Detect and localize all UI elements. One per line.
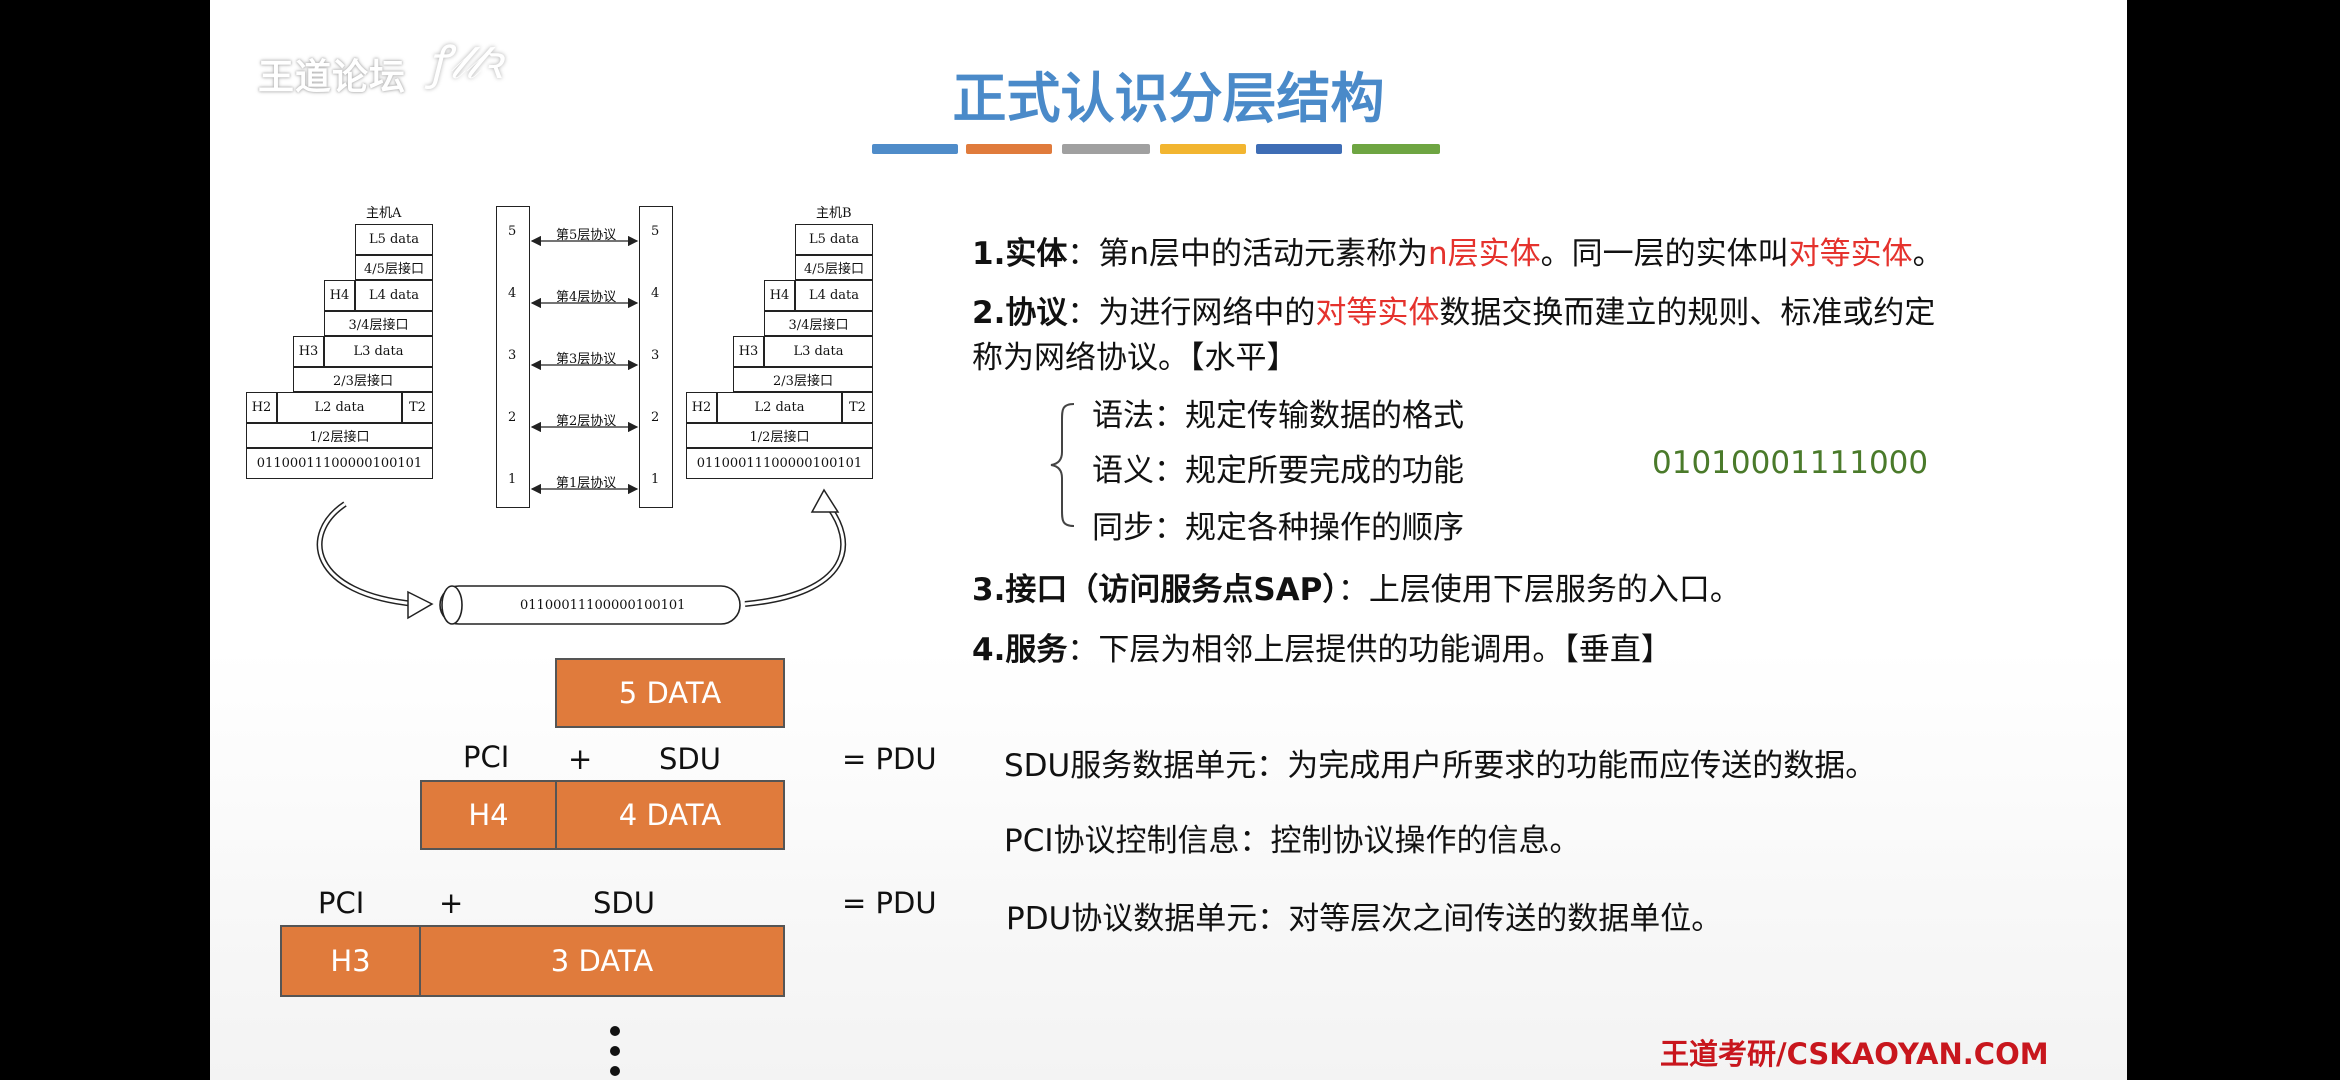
point-entity-head: 实体 [1005,236,1068,272]
host-b-h4: H4 [764,280,795,311]
host-a-l3: L3 data [324,336,433,367]
h3-box: H3 [280,925,421,997]
right-layer-3: 3 [651,348,660,363]
host-b-l5: L5 data [795,224,873,255]
left-layer-3: 3 [508,348,517,363]
data4-box: 4 DATA [555,780,785,850]
plus-2: + [439,886,464,920]
host-b-t2: T2 [842,392,873,423]
curve-arrow-left [316,501,416,607]
host-b-l3: L3 data [764,336,873,367]
host-a-h2: H2 [246,392,277,423]
n-layer-entity: n层实体 [1428,236,1541,272]
plus-1: + [568,742,593,776]
title-bar-darkblue [1256,144,1342,154]
data5-box: 5 DATA [555,658,785,728]
host-a-label: 主机A [366,206,402,221]
host-b-h3: H3 [733,336,764,367]
peer-entity: 对等实体 [1788,236,1913,272]
right-layer-4: 4 [651,286,660,301]
host-a-l2: L2 data [277,392,402,423]
title-bar-green [1352,144,1440,154]
host-a-h4: H4 [324,280,355,311]
host-a-bits: 01100011100000100101 [246,448,433,479]
host-b-bits: 01100011100000100101 [686,448,873,479]
host-a-if34: 3/4层接口 [324,311,433,336]
left-layer-2: 2 [508,410,517,425]
title-bar-orange [966,144,1052,154]
layer-diagram: 主机A L5 data 4/5层接口 H4 L4 data 3/4层接口 H3 … [240,194,935,638]
right-layer-1: 1 [651,472,660,487]
left-layer-5: 5 [508,224,517,239]
sub-sync: 同步：规定各种操作的顺序 [1092,510,1464,546]
host-b-if45: 4/5层接口 [795,255,873,280]
def-pci: PCI协议控制信息：控制协议操作的信息。 [1004,823,1581,859]
slide: 王道论坛 ꝭ𝓁𝓁ꝛ 正式认识分层结构 主机A L5 data 4/5层接口 H4… [210,0,2127,1080]
point-entity: 1.实体：第n层中的活动元素称为n层实体。同一层的实体叫对等实体。 [972,236,1944,272]
def-pdu: PDU协议数据单元：对等层次之间传送的数据单位。 [1006,901,1723,937]
host-b-if34: 3/4层接口 [764,311,873,336]
point-service: 4.服务：下层为相邻上层提供的功能调用。【垂直】 [972,632,1672,668]
ellipsis-dot-1 [610,1026,620,1036]
ellipsis-dot-3 [610,1066,620,1076]
point-interface-head: 3.接口（访问服务点SAP） [972,572,1338,608]
host-a-l4: L4 data [355,280,433,311]
host-b-h2: H2 [686,392,717,423]
left-layer-4: 4 [508,286,517,301]
host-a-if12: 1/2层接口 [246,423,433,448]
def-sdu: SDU服务数据单元：为完成用户所要求的功能而应传送的数据。 [1004,748,1877,784]
sub-semantics: 语义：规定所要完成的功能 [1092,453,1464,489]
brace-icon [1050,403,1075,527]
pci-label-1: PCI [463,740,510,774]
point-protocol-line2: 称为网络协议。【水平】 [972,340,1298,376]
layer-column-left [496,206,530,508]
sdu-label-2: SDU [593,886,655,920]
host-b-if23: 2/3层接口 [733,367,873,392]
host-a-h3: H3 [293,336,324,367]
page-title: 正式认识分层结构 [952,67,1385,130]
sdu-label-1: SDU [659,742,721,776]
h4-box: H4 [420,780,557,850]
watermark-logo: 王道论坛 [258,57,407,98]
pdu-label-2: = PDU [842,886,937,920]
point-protocol: 2.协议：为进行网络中的对等实体数据交换而建立的规则、标准或约定 [972,295,1936,331]
diagram-arrows [316,235,847,625]
host-a-if23: 2/3层接口 [293,367,433,392]
host-b-label: 主机B [816,206,852,221]
point-service-head: 服务 [1005,632,1068,668]
ellipsis-dot-2 [610,1046,620,1056]
right-layer-2: 2 [651,410,660,425]
sub-syntax: 语法：规定传输数据的格式 [1092,398,1464,434]
data3-box: 3 DATA [419,925,785,997]
host-b-l4: L4 data [795,280,873,311]
left-layer-1: 1 [508,472,517,487]
curve-arrow-right [744,500,847,607]
point-protocol-head: 协议 [1005,295,1068,331]
cable-bits: 01100011100000100101 [520,598,686,613]
title-bar-gray [1062,144,1150,154]
cable-icon [439,585,741,625]
title-bar-blue [872,144,958,154]
binary-example: 01010001111000 [1652,445,1929,481]
layer-column-right [639,206,673,508]
watermark-signature: ꝭ𝓁𝓁ꝛ [428,35,503,89]
pci-label-2: PCI [318,886,365,920]
peer-entity-2: 对等实体 [1315,295,1440,331]
right-layer-5: 5 [651,224,660,239]
host-b-l2: L2 data [717,392,842,423]
host-b-if12: 1/2层接口 [686,423,873,448]
host-a-if45: 4/5层接口 [355,255,433,280]
host-a-l5: L5 data [355,224,433,255]
host-a-t2: T2 [402,392,433,423]
title-bar-yellow [1160,144,1246,154]
pdu-label-1: = PDU [842,742,937,776]
point-interface: 3.接口（访问服务点SAP）：上层使用下层服务的入口。 [972,572,1741,608]
footer-brand: 王道考研/CSKAOYAN.COM [1660,1037,2049,1071]
